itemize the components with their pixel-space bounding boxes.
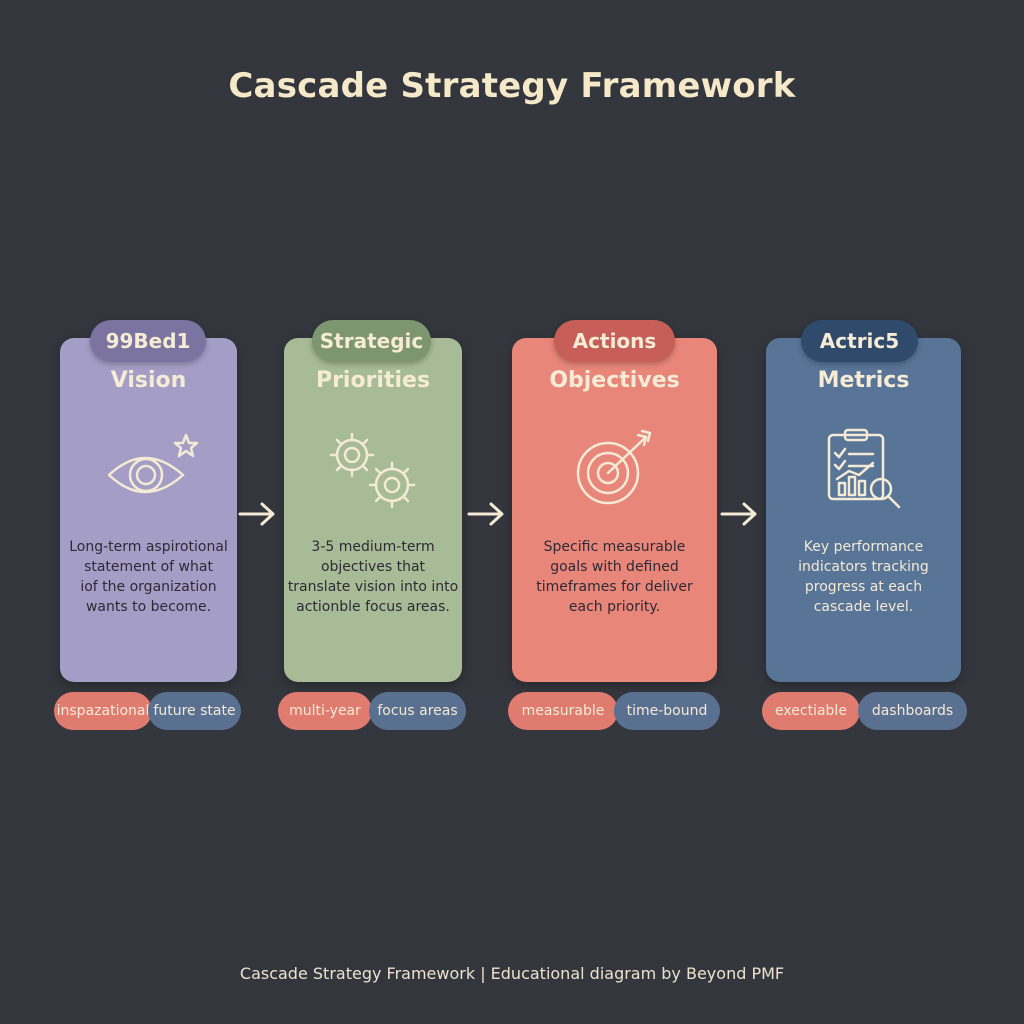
priorities-badge: Strategic (312, 320, 431, 362)
page-title: Cascade Strategy Framework (228, 66, 796, 106)
metrics-description: Key performance indicators tracking prog… (770, 537, 957, 617)
priorities-description-line: actionble focus areas. (296, 599, 450, 615)
vision-badge: 99Bed1 (90, 320, 206, 362)
arrow-right-icon (238, 502, 275, 526)
metrics-description-line: indicators tracking (798, 559, 929, 575)
objectives-description-line: each priority. (568, 599, 661, 615)
vision-tag-inspirational: inspazational (54, 692, 152, 730)
metrics-tag-exectiable: exectiable (762, 692, 860, 730)
metrics-tag-dashboards: dashboards (858, 692, 967, 730)
objectives-card (512, 338, 717, 682)
objectives-tag-time-bound: time-bound (614, 692, 720, 730)
vision-description-line: iof the organization (80, 579, 217, 595)
objectives-description-line: goals with defined (550, 559, 679, 575)
vision-description-line: Long-term aspirotional (69, 539, 228, 555)
priorities-description-line: 3-5 medium-term (311, 539, 435, 555)
metrics-description-line: progress at each (804, 579, 923, 595)
vision-card (60, 338, 237, 682)
arrow-right-icon (467, 502, 504, 526)
target-arrow-icon (576, 429, 652, 505)
metrics-description-line: Key performance (803, 539, 924, 555)
priorities-tag-multi-year: multi-year (278, 692, 372, 730)
vision-description: Long-term aspirotional statement of what… (64, 537, 233, 617)
eye-star-icon (107, 433, 199, 494)
objectives-title: Objectives (549, 368, 680, 393)
metrics-card (766, 338, 961, 682)
vision-description-line: wants to become. (85, 599, 212, 615)
objectives-tag-measurable: measurable (508, 692, 618, 730)
vision-description-line: statement of what (84, 559, 213, 575)
vision-title: Vision (110, 368, 187, 393)
gears-icon (329, 432, 416, 509)
priorities-title: Priorities (315, 368, 431, 393)
priorities-description-line: objectives that (320, 559, 426, 575)
priorities-tag-focus-areas: focus areas (369, 692, 466, 730)
priorities-description-line: translate vision into into (287, 579, 459, 595)
clipboard-chart-icon (827, 428, 901, 509)
vision-tag-future-state: future state (148, 692, 241, 730)
metrics-title: Metrics (817, 368, 910, 393)
footer-caption: Cascade Strategy Framework | Educational… (239, 964, 785, 983)
priorities-card (284, 338, 462, 682)
objectives-description: Specific measurable goals with defined t… (516, 537, 713, 617)
priorities-description: 3-5 medium-term objectives that translat… (286, 537, 460, 617)
objectives-badge: Actions (554, 320, 675, 362)
objectives-description-line: timeframes for deliver (536, 579, 693, 595)
arrow-right-icon (720, 502, 757, 526)
metrics-description-line: cascade level. (813, 599, 914, 615)
metrics-badge: Actric5 (801, 320, 918, 362)
objectives-description-line: Specific measurable (543, 539, 686, 555)
